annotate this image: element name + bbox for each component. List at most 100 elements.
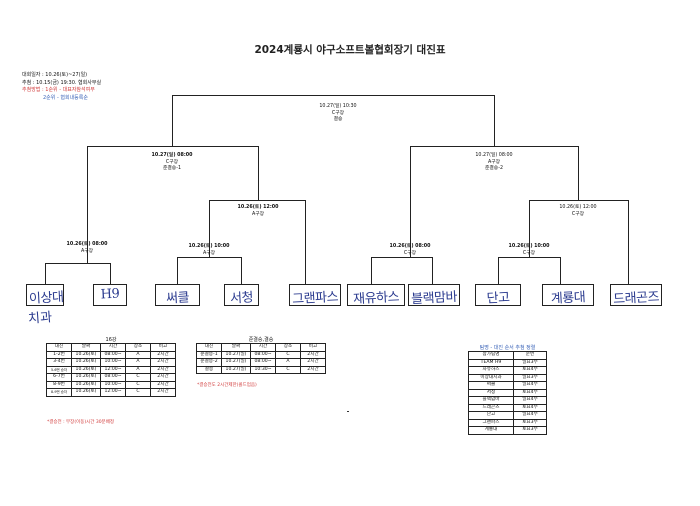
team-name: 서청 <box>229 290 254 307</box>
cell: C <box>275 365 301 374</box>
match-r1-2: 10.26(토) 10:00 A구장 <box>189 244 230 257</box>
cell: 준결승-1 <box>196 350 222 359</box>
final-field: C구장 <box>331 110 345 116</box>
cell: 10.27(일) <box>221 358 251 367</box>
qf-right-time: 10.26(토) 12:00 <box>559 205 597 210</box>
cell: 일요3부 <box>513 373 547 382</box>
info-date: 대회일자 : 10.26(토)~27(일) <box>22 72 88 78</box>
cell: 8-9번 승자 <box>46 388 72 397</box>
cell: C <box>125 373 151 382</box>
team-name: 단고 <box>486 290 510 307</box>
final-name: 결승 <box>333 117 343 122</box>
info-priority: 2순위 - 협회내등록순 <box>43 94 88 101</box>
team-name: 이상대 <box>28 290 64 307</box>
cell: 10.26(토) <box>71 380 101 389</box>
team-box-4: 서청 <box>224 284 259 307</box>
cell: 2시간 <box>150 350 176 359</box>
cell: C <box>275 350 301 359</box>
cell: 08:00~ <box>250 358 276 367</box>
r1-3-field: C구장 <box>403 250 417 256</box>
cell: A <box>275 358 301 367</box>
r1-4-field: C구장 <box>522 250 536 256</box>
match-final: 10.27(일) 10:30 C구장 결승 <box>319 104 356 124</box>
r1-4-time: 10.26(토) 10:00 <box>508 244 550 249</box>
cell: 08:00~ <box>250 350 276 359</box>
cell: TEAM H9 <box>468 358 514 367</box>
col-header: 시간 <box>100 343 126 352</box>
cell: 일요4부 <box>513 396 547 405</box>
cell: 10.26(토) <box>71 358 101 367</box>
tournament-info: 대회일자 : 10.26(토)~27(일) 추첨 : 10.15(금) 19:3… <box>22 72 101 102</box>
cell: 이상대치과 <box>468 373 514 382</box>
final-time: 10.27(일) 10:30 <box>319 104 357 109</box>
info-draw: 추첨 : 10.15(금) 19:30. 협회사무실 <box>22 79 102 86</box>
team-box-9: 계룡대 <box>542 284 594 307</box>
team-name: 블랙맘바 <box>410 289 458 308</box>
team-name: 드래곤즈 <box>612 289 660 308</box>
cell: 10.26(토) <box>71 373 101 382</box>
cell: 2시간 <box>300 365 326 374</box>
cell: C <box>125 380 151 389</box>
cell: 5-6번 승자 <box>46 365 72 374</box>
team-box-1: 이상대 <box>26 284 64 307</box>
cell: 2시간 <box>150 388 176 397</box>
semi2-name: 준결승-2 <box>484 166 504 171</box>
col-header: 시간 <box>250 343 276 352</box>
table-round16-caption: 16강 <box>105 337 117 343</box>
semi1-field: C구장 <box>165 159 179 165</box>
qf-left-time: 10.26(토) 12:00 <box>237 205 279 210</box>
match-r1-1: 10.26(토) 08:00 A구장 <box>67 242 108 255</box>
semi1-time: 10.27(일) 08:00 <box>151 153 193 158</box>
cell: 계룡대 <box>468 426 514 435</box>
team-box-8: 단고 <box>475 284 521 307</box>
match-semi-1: 10.27(일) 08:00 C구장 준결승-1 <box>152 153 193 173</box>
cell: 08:00~ <box>100 373 126 382</box>
cell: 단고 <box>468 411 514 420</box>
table-round16-note: *결승전 : 무장(이동)시간 30분배정 <box>47 420 114 425</box>
team-name: 써클 <box>165 290 190 307</box>
cell: 12:00~ <box>100 388 126 397</box>
cell: 준결승-2 <box>196 358 222 367</box>
team-1-extra-text: 치과 <box>27 310 53 327</box>
cell: 자유하스 <box>468 366 514 375</box>
cell: 2시간 <box>150 373 176 382</box>
cell: 2시간 <box>150 365 176 374</box>
cell: 토요3부 <box>513 426 547 435</box>
cell: 10.27(일) <box>221 350 251 359</box>
col-header: 비고 <box>300 343 326 352</box>
cell: 10.26(토) <box>71 365 101 374</box>
col-header: 대진 <box>46 343 72 352</box>
table-header-row: 대진 날짜 시간 장소 비고 <box>46 343 176 352</box>
cell: 6-7번 <box>46 373 72 382</box>
col-header: 순번 <box>513 351 547 360</box>
table-semifinal-note: *결승전도 2시간제한(콜드업음) <box>197 383 257 388</box>
team-box-6: 재유하스 <box>347 284 405 308</box>
cell: 3-4번 <box>46 358 72 367</box>
cell: 토요4부 <box>513 388 547 397</box>
cell: 토요3부 <box>513 418 547 427</box>
stray-mark <box>347 411 349 412</box>
table-header-row: 참가팀명 순번 <box>468 351 547 360</box>
team-name: 재유하스 <box>352 289 400 308</box>
cell: 10:30~ <box>250 365 276 374</box>
cell: 그랜파스 <box>468 418 514 427</box>
cell: 드래곤즈 <box>468 403 514 412</box>
